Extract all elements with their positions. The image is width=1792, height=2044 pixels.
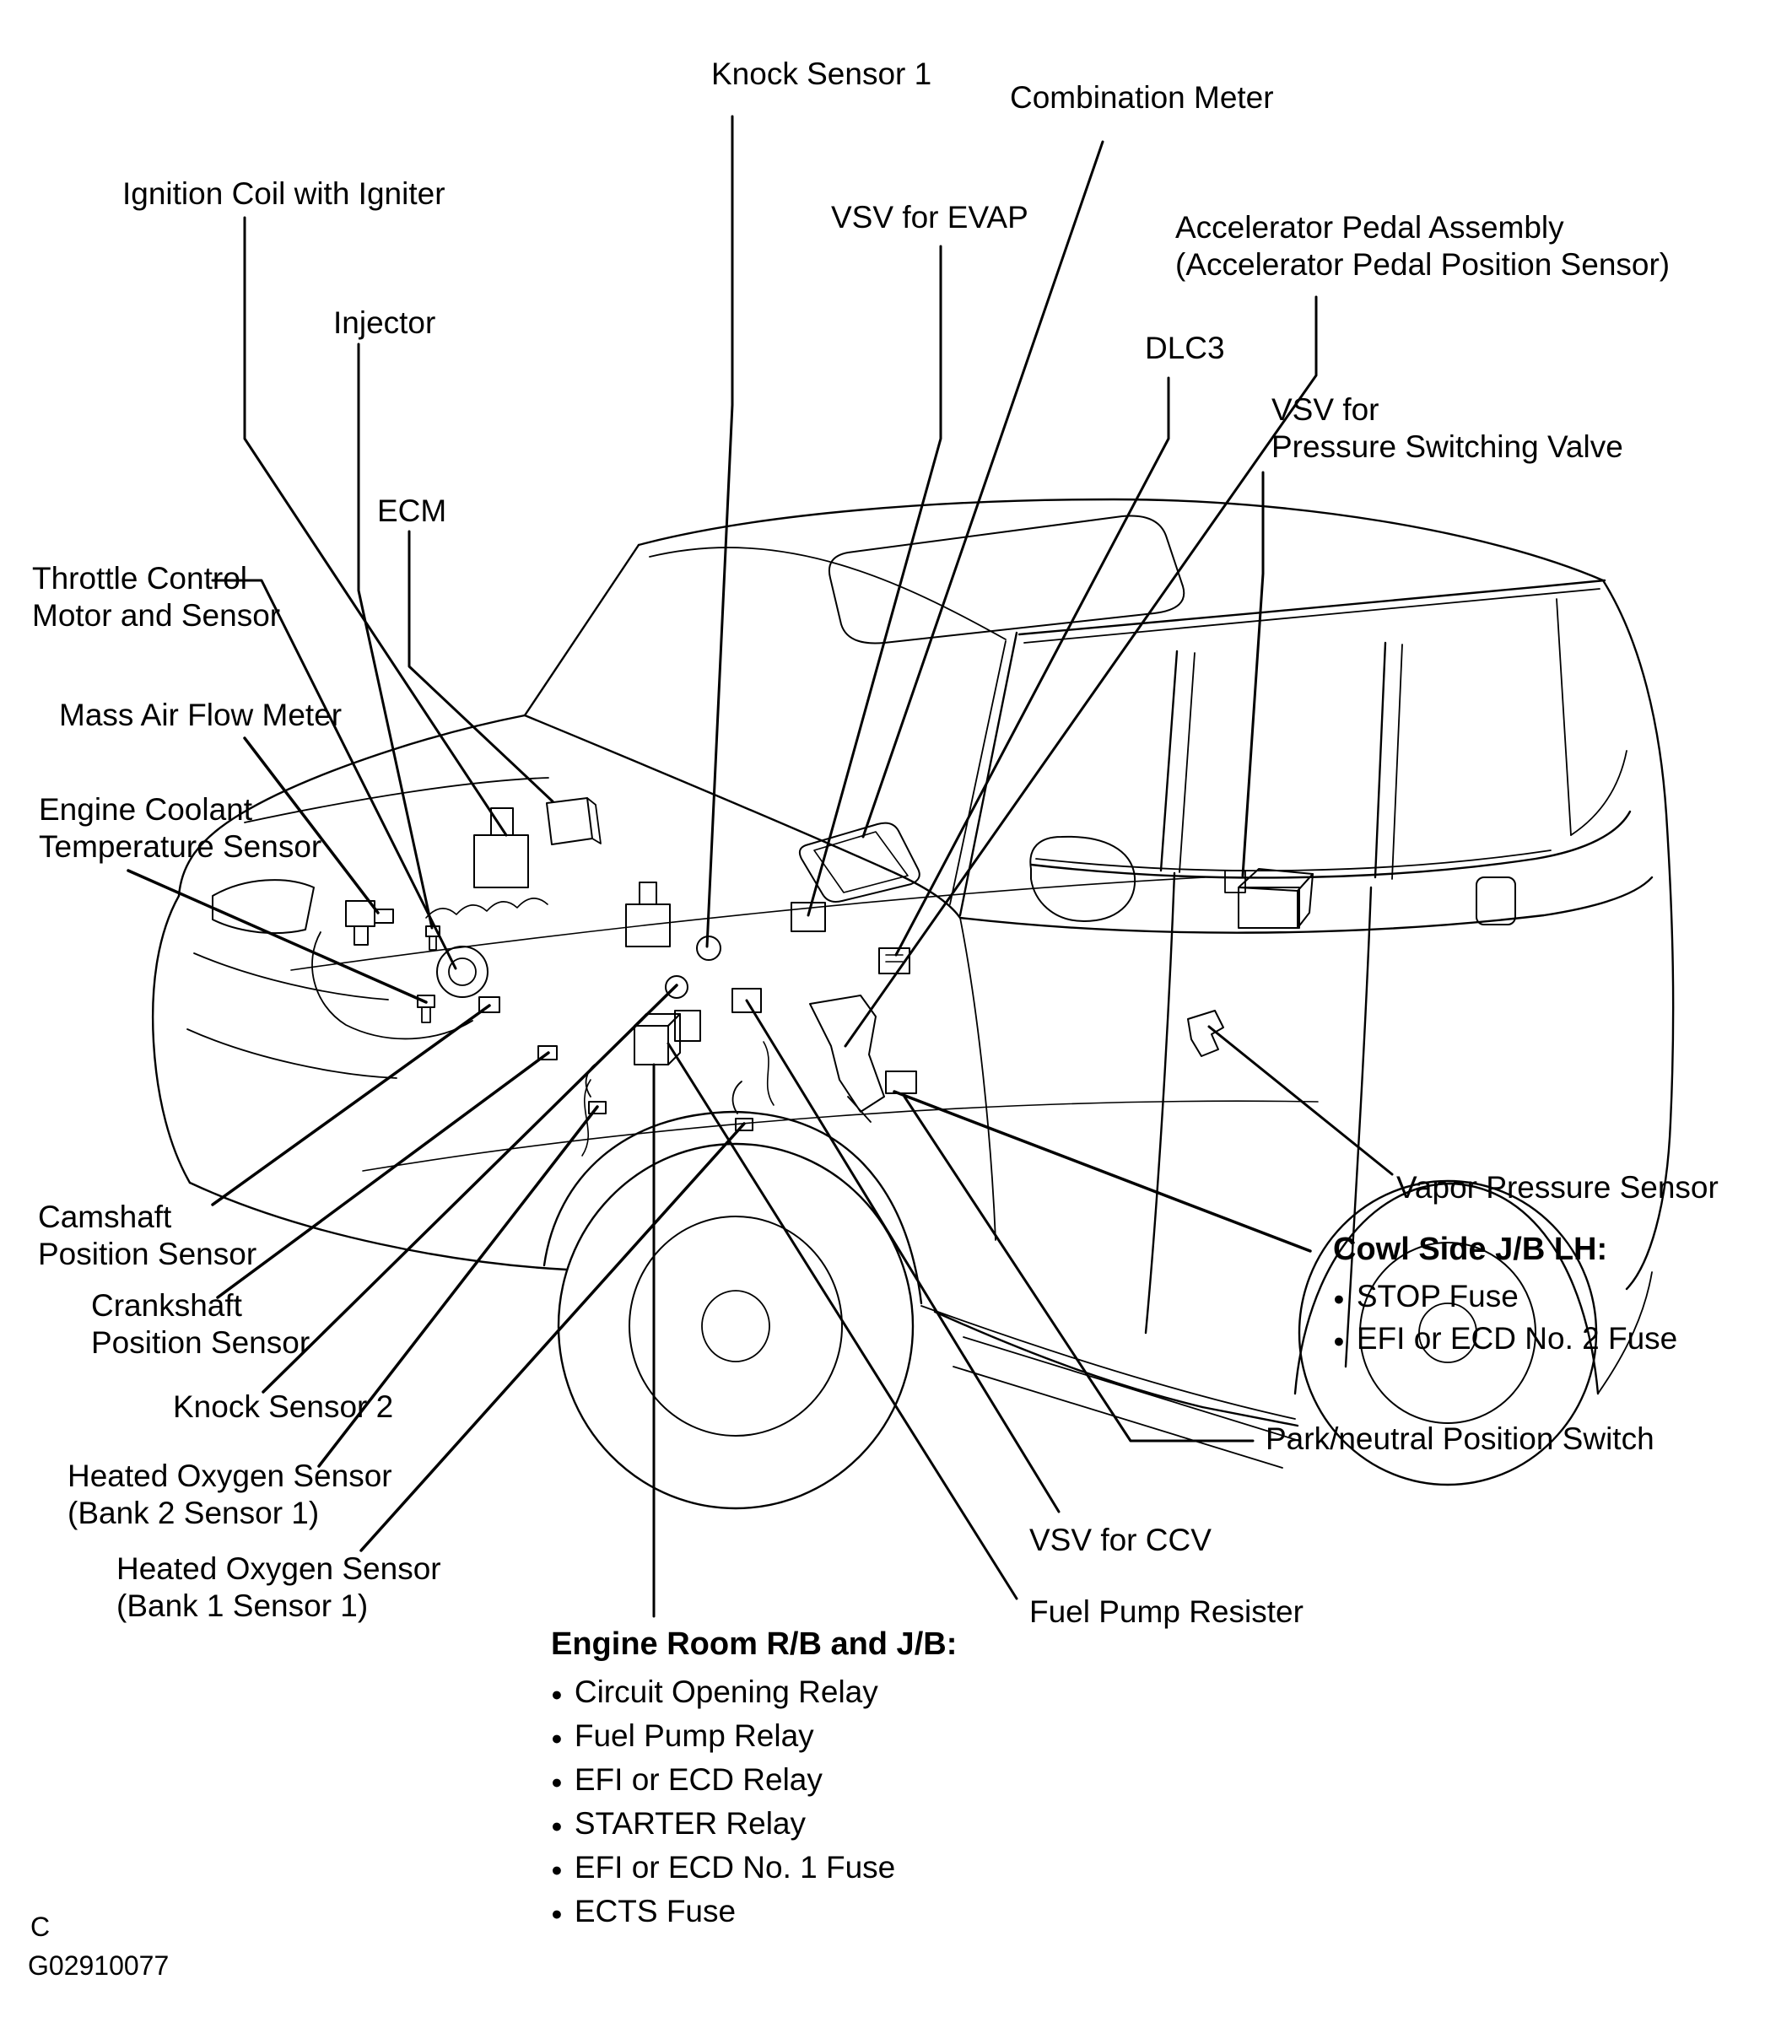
engine-components — [311, 797, 1314, 1157]
engine-room-item: EFI or ECD No. 1 Fuse — [551, 1847, 957, 1891]
bullet-icon — [1333, 1277, 1345, 1319]
leader-injector — [357, 342, 434, 930]
leader-camshaft — [211, 1004, 491, 1206]
label-vsv-pressure: VSV for Pressure Switching Valve — [1271, 392, 1623, 465]
label-vapor-pressure: Vapor Pressure Sensor — [1396, 1170, 1719, 1205]
label-vsv-evap: VSV for EVAP — [831, 200, 1028, 235]
leader-throttle-control — [211, 579, 457, 970]
leader-fuel-pump-resister — [667, 1042, 1018, 1600]
leader-crankshaft — [216, 1051, 550, 1299]
label-camshaft: Camshaft Position Sensor — [38, 1200, 257, 1272]
label-fuel-pump-resister: Fuel Pump Resister — [1029, 1594, 1304, 1629]
leader-lines — [127, 115, 1394, 1618]
label-park-neutral: Park/neutral Position Switch — [1266, 1421, 1654, 1456]
label-ho2s-bank1: Heated Oxygen Sensor (Bank 1 Sensor 1) — [116, 1551, 441, 1624]
label-injector: Injector — [333, 305, 436, 340]
label-engine-coolant: Engine Coolant Temperature Sensor — [39, 792, 322, 865]
label-combination-meter: Combination Meter — [1010, 80, 1274, 115]
label-mass-air-flow: Mass Air Flow Meter — [59, 698, 343, 732]
engine-room-item: Circuit Opening Relay — [551, 1672, 957, 1716]
leader-ecm — [408, 530, 554, 803]
label-knock-sensor-1: Knock Sensor 1 — [711, 57, 932, 91]
bullet-icon — [551, 1672, 563, 1716]
label-ecm: ECM — [377, 493, 447, 528]
leader-knock-sensor-1 — [705, 115, 734, 948]
label-ignition-coil: Ignition Coil with Igniter — [122, 176, 445, 211]
cowl-side-item-label: EFI or ECD No. 2 Fuse — [1356, 1321, 1678, 1356]
leader-ho2s-bank2 — [317, 1105, 599, 1468]
cowl-side-jb-title: Cowl Side J/B LH: — [1333, 1232, 1608, 1267]
engine-room-item-label: EFI or ECD Relay — [574, 1762, 823, 1798]
leader-engine-coolant — [127, 869, 428, 1004]
label-knock-sensor-2: Knock Sensor 2 — [173, 1389, 394, 1424]
engine-room-item-label: ECTS Fuse — [574, 1894, 737, 1929]
engine-room-item: ECTS Fuse — [551, 1891, 957, 1935]
engine-room-jb-title: Engine Room R/B and J/B: — [551, 1626, 958, 1662]
page-marker: C — [30, 1912, 51, 1942]
leader-vapor-pressure — [1207, 1025, 1394, 1176]
engine-room-item-label: Fuel Pump Relay — [574, 1718, 814, 1754]
engine-room-item: EFI or ECD Relay — [551, 1760, 957, 1804]
leader-park-neutral — [903, 1095, 1255, 1443]
bullet-icon — [551, 1760, 563, 1804]
leader-ho2s-bank1 — [359, 1122, 746, 1552]
engine-room-item: Fuel Pump Relay — [551, 1716, 957, 1760]
label-crankshaft: Crankshaft Position Sensor — [91, 1288, 310, 1361]
cowl-side-item: EFI or ECD No. 2 Fuse — [1333, 1319, 1677, 1362]
label-throttle-control: Throttle Control Motor and Sensor — [32, 561, 281, 634]
bullet-icon — [1333, 1319, 1345, 1362]
engine-room-item-label: EFI or ECD No. 1 Fuse — [574, 1850, 896, 1885]
bullet-icon — [551, 1847, 563, 1891]
cowl-side-item-label: STOP Fuse — [1356, 1279, 1519, 1314]
cowl-side-jb-block: Cowl Side J/B LH: STOP Fuse EFI or ECD N… — [1333, 1230, 1677, 1362]
engine-room-item-label: Circuit Opening Relay — [574, 1675, 878, 1710]
leader-cowl-side — [893, 1090, 1312, 1253]
leader-vsv-evap — [807, 245, 942, 917]
leader-dlc3 — [894, 376, 1170, 957]
bullet-icon — [551, 1716, 563, 1760]
figure-code: G02910077 — [28, 1950, 170, 1981]
engine-room-item: STARTER Relay — [551, 1804, 957, 1847]
car-body — [151, 498, 1675, 1510]
bullet-icon — [551, 1804, 563, 1847]
label-vsv-ccv: VSV for CCV — [1029, 1523, 1212, 1557]
label-dlc3: DLC3 — [1145, 331, 1225, 365]
leader-combination-meter — [861, 140, 1104, 839]
bullet-icon — [551, 1891, 563, 1935]
leader-vsv-pressure — [1241, 471, 1265, 877]
leader-vsv-ccv — [745, 999, 1061, 1513]
leader-ignition-coil — [243, 216, 508, 837]
label-ho2s-bank2: Heated Oxygen Sensor (Bank 2 Sensor 1) — [67, 1459, 392, 1531]
leader-knock-sensor-2 — [262, 984, 678, 1394]
engine-room-item-label: STARTER Relay — [574, 1806, 806, 1842]
leader-mass-air-flow — [243, 736, 380, 914]
leader-accelerator-pedal — [844, 295, 1318, 1048]
engine-room-jb-block: Engine Room R/B and J/B: Circuit Opening… — [551, 1625, 957, 1935]
cowl-side-item: STOP Fuse — [1333, 1277, 1677, 1319]
label-accelerator-pedal: Accelerator Pedal Assembly (Accelerator … — [1175, 210, 1671, 283]
